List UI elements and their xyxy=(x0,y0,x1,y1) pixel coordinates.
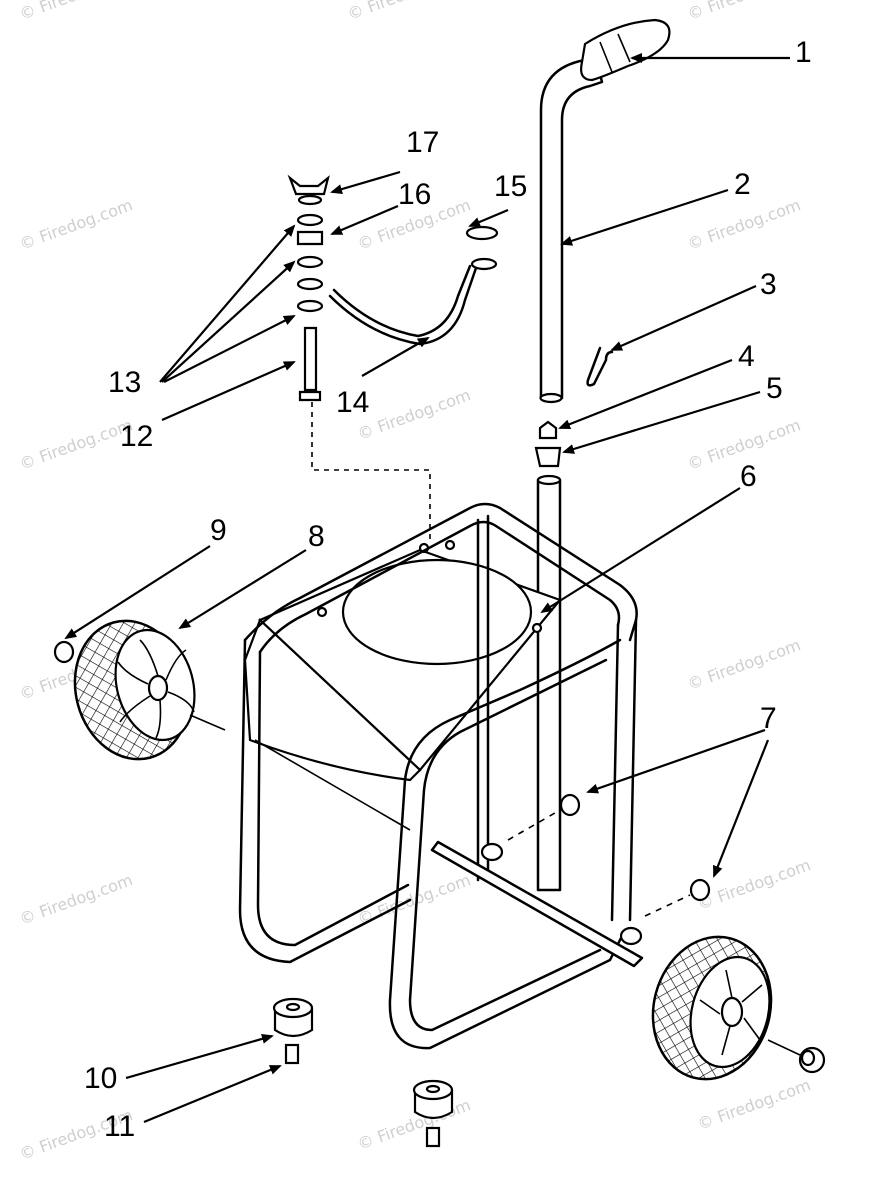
watermark-text: © Firedog.com xyxy=(17,0,135,24)
handle-tube xyxy=(539,56,604,400)
callout-2: 2 xyxy=(734,168,751,201)
wheel-cap-left xyxy=(53,640,75,664)
hook-part xyxy=(586,346,614,387)
watermark-text: © Firedog.com xyxy=(695,1075,813,1134)
callout-arrows xyxy=(64,53,790,1124)
hub-cap xyxy=(559,793,581,817)
rubber-foot-left xyxy=(272,997,314,1065)
callout-7: 7 xyxy=(760,702,777,735)
callout-11: 11 xyxy=(104,1110,135,1143)
watermark-text: © Firedog.com xyxy=(17,195,135,254)
callout-16: 16 xyxy=(398,178,431,211)
axle xyxy=(430,809,691,968)
ground-cable xyxy=(328,225,499,346)
callout-5: 5 xyxy=(766,372,783,405)
watermark-text: © Firedog.com xyxy=(345,0,463,24)
callout-3: 3 xyxy=(760,268,777,301)
handle-assembly xyxy=(539,18,671,404)
hardware-stack xyxy=(287,174,431,540)
rubber-foot-right xyxy=(412,1079,454,1148)
callout-4: 4 xyxy=(738,340,755,373)
watermark-text: © Firedog.com xyxy=(685,195,803,254)
cap-nut xyxy=(538,420,558,440)
tank-opening xyxy=(341,558,533,666)
callout-15: 15 xyxy=(494,170,527,203)
callout-14: 14 xyxy=(336,386,369,419)
hub-cap xyxy=(689,878,711,902)
right-wheel xyxy=(651,935,801,1081)
cap-plug xyxy=(534,446,562,468)
wing-nut xyxy=(287,174,330,196)
callout-10: 10 xyxy=(84,1062,117,1095)
callout-12: 12 xyxy=(120,420,153,453)
cart-frame xyxy=(238,502,638,1050)
callout-numbers: 1 2 3 4 5 6 7 8 9 10 11 12 13 14 15 16 1… xyxy=(84,36,812,1143)
watermark-text: © Firedog.com xyxy=(695,855,813,914)
watermark-text: © Firedog.com xyxy=(685,635,803,694)
callout-17: 17 xyxy=(406,126,439,159)
handle-cap-parts xyxy=(534,420,562,468)
tank-body xyxy=(243,539,562,831)
left-wheel xyxy=(73,619,226,761)
callout-9: 9 xyxy=(210,514,227,547)
watermark-text: © Firedog.com xyxy=(355,385,473,444)
bolt xyxy=(303,326,318,392)
watermark-text: © Firedog.com xyxy=(17,870,135,929)
watermark-text: © Firedog.com xyxy=(17,415,135,474)
callout-8: 8 xyxy=(308,520,325,553)
watermark-text: © Firedog.com xyxy=(685,0,803,24)
callout-6: 6 xyxy=(740,460,757,493)
callout-13: 13 xyxy=(108,366,141,399)
callout-1: 1 xyxy=(795,36,812,69)
